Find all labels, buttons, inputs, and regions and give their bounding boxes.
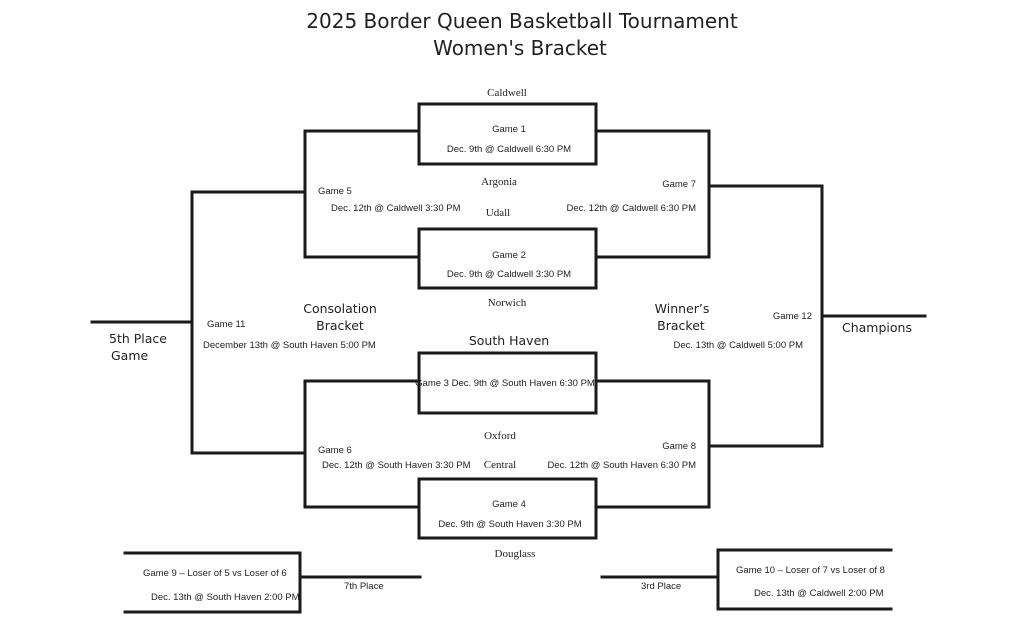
consolation-label-line1: Consolation (303, 301, 377, 316)
game-5-name: Game 5 (318, 186, 352, 197)
team-caldwell: Caldwell (487, 87, 527, 99)
game-1-info: Dec. 9th @ Caldwell 6:30 PM (447, 144, 571, 155)
winners-label-line2: Bracket (657, 318, 705, 333)
game-11-name: Game 11 (207, 319, 245, 330)
team-central: Central (484, 459, 516, 471)
team-oxford: Oxford (484, 430, 516, 442)
game-7-bracket-line (594, 129, 711, 259)
bracket-title-line1: 2025 Border Queen Basketball Tournament (306, 9, 738, 33)
team-argonia: Argonia (481, 176, 517, 188)
game-4-info: Dec. 9th @ South Haven 3:30 PM (438, 519, 581, 530)
consolation-label-line2: Bracket (316, 318, 364, 333)
game-7-info: Dec. 12th @ Caldwell 6:30 PM (566, 203, 696, 214)
fifth-place-label-line1: 5th Place (109, 331, 167, 346)
bracket-title-line2: Women's Bracket (433, 36, 607, 60)
game-6-name: Game 6 (318, 445, 352, 456)
team-norwich: Norwich (488, 297, 527, 309)
third-place-label: 3rd Place (641, 581, 681, 592)
fifth-place-label-line2: Game (111, 348, 149, 363)
game-5-info: Dec. 12th @ Caldwell 3:30 PM (331, 203, 461, 214)
game-10-info: Dec. 13th @ Caldwell 2:00 PM (754, 588, 884, 599)
game-10-name: Game 10 – Loser of 7 vs Loser of 8 (736, 565, 885, 576)
game-2-name: Game 2 (492, 250, 526, 261)
game-8-name: Game 8 (662, 441, 696, 452)
game-6-bracket-line (303, 379, 421, 509)
game-3-info: Game 3 Dec. 9th @ South Haven 6:30 PM (415, 378, 595, 389)
game-9-name: Game 9 – Loser of 5 vs Loser of 6 (143, 568, 287, 579)
game-4-name: Game 4 (492, 499, 526, 510)
team-south-haven: South Haven (469, 333, 549, 348)
game-10-bracket-line (716, 548, 893, 611)
game-1-box (417, 102, 598, 166)
team-udall: Udall (486, 207, 510, 219)
seventh-place-label: 7th Place (344, 581, 384, 592)
champions-label: Champions (842, 320, 912, 335)
game-9-info: Dec. 13th @ South Haven 2:00 PM (151, 592, 300, 603)
game-12-name: Game 12 (773, 311, 812, 322)
game-6-info: Dec. 12th @ South Haven 3:30 PM (322, 460, 471, 471)
game-8-info: Dec. 12th @ South Haven 6:30 PM (547, 460, 696, 471)
game-5-bracket-line (303, 129, 421, 259)
game-11-info: December 13th @ South Haven 5:00 PM (203, 340, 376, 351)
team-douglass: Douglass (495, 548, 536, 560)
game-3-box (417, 351, 598, 415)
game-9-bracket-line (123, 551, 302, 614)
game-7-name: Game 7 (662, 179, 696, 190)
game-1-name: Game 1 (492, 124, 526, 135)
game-2-box (417, 227, 598, 290)
game-8-bracket-line (594, 379, 711, 509)
game-12-info: Dec. 13th @ Caldwell 5:00 PM (673, 340, 803, 351)
game-2-info: Dec. 9th @ Caldwell 3:30 PM (447, 269, 571, 280)
winners-label-line1: Winner’s (655, 301, 710, 316)
